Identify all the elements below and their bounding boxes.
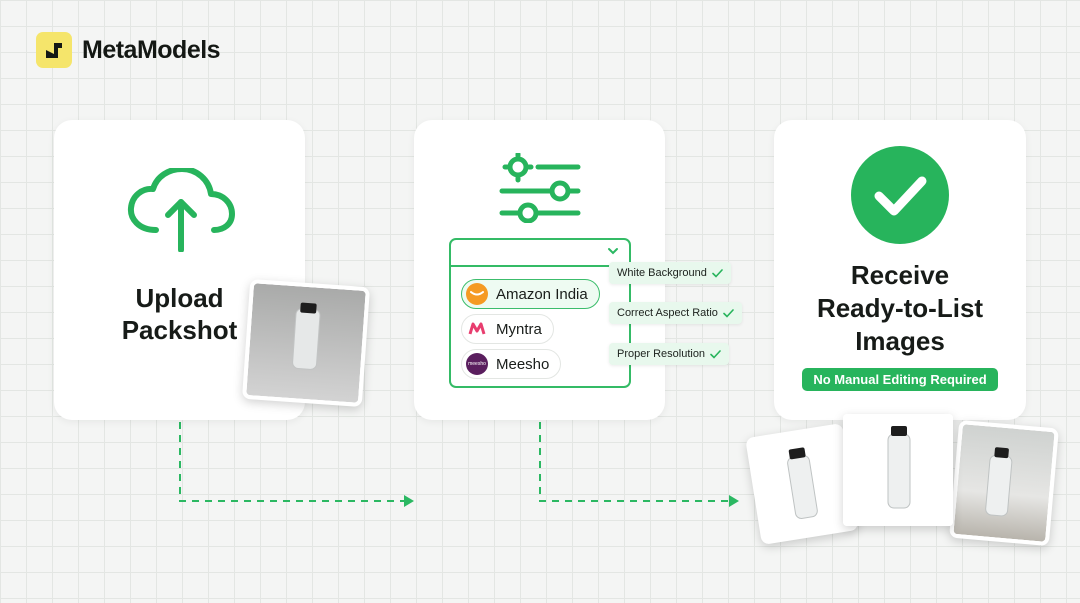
chevron-down-icon (608, 248, 618, 255)
settings-sliders-icon (499, 153, 581, 223)
arrow-head-icon (404, 495, 414, 507)
brand-logo-icon (36, 32, 72, 68)
check-icon (723, 308, 734, 318)
arrow-head-icon (729, 495, 739, 507)
brand-name: MetaModels (82, 35, 221, 64)
check-tag-white-background: White Background (609, 262, 731, 284)
meesho-logo-icon: meesho (466, 353, 488, 375)
upload-step-title: Upload Packshot (121, 283, 238, 345)
brand: MetaModels (36, 32, 221, 68)
myntra-logo-icon (466, 318, 488, 340)
packshot-photo (241, 278, 371, 408)
marketplace-dropdown[interactable]: Amazon India Myntra meesho Meesho (449, 238, 631, 388)
receive-step-card: Receive Ready-to-List Images No Manual E… (774, 120, 1026, 420)
check-icon (712, 268, 723, 278)
receive-step-title: Receive Ready-to-List Images (816, 260, 984, 356)
option-meesho[interactable]: meesho Meesho (461, 349, 562, 379)
output-image-center (843, 414, 953, 526)
cloud-upload-icon (127, 168, 235, 252)
dropdown-header[interactable] (451, 240, 629, 267)
output-image-back (949, 419, 1059, 547)
check-tag-aspect-ratio: Correct Aspect Ratio (609, 302, 742, 324)
option-amazon-india[interactable]: Amazon India (461, 279, 600, 309)
check-tag-resolution: Proper Resolution (609, 343, 730, 365)
no-manual-editing-badge: No Manual Editing Required (802, 368, 998, 391)
check-icon (710, 349, 721, 359)
amazon-logo-icon (466, 283, 488, 305)
check-circle-icon (851, 146, 949, 244)
option-myntra[interactable]: Myntra (461, 314, 554, 344)
output-image-left (745, 422, 859, 546)
